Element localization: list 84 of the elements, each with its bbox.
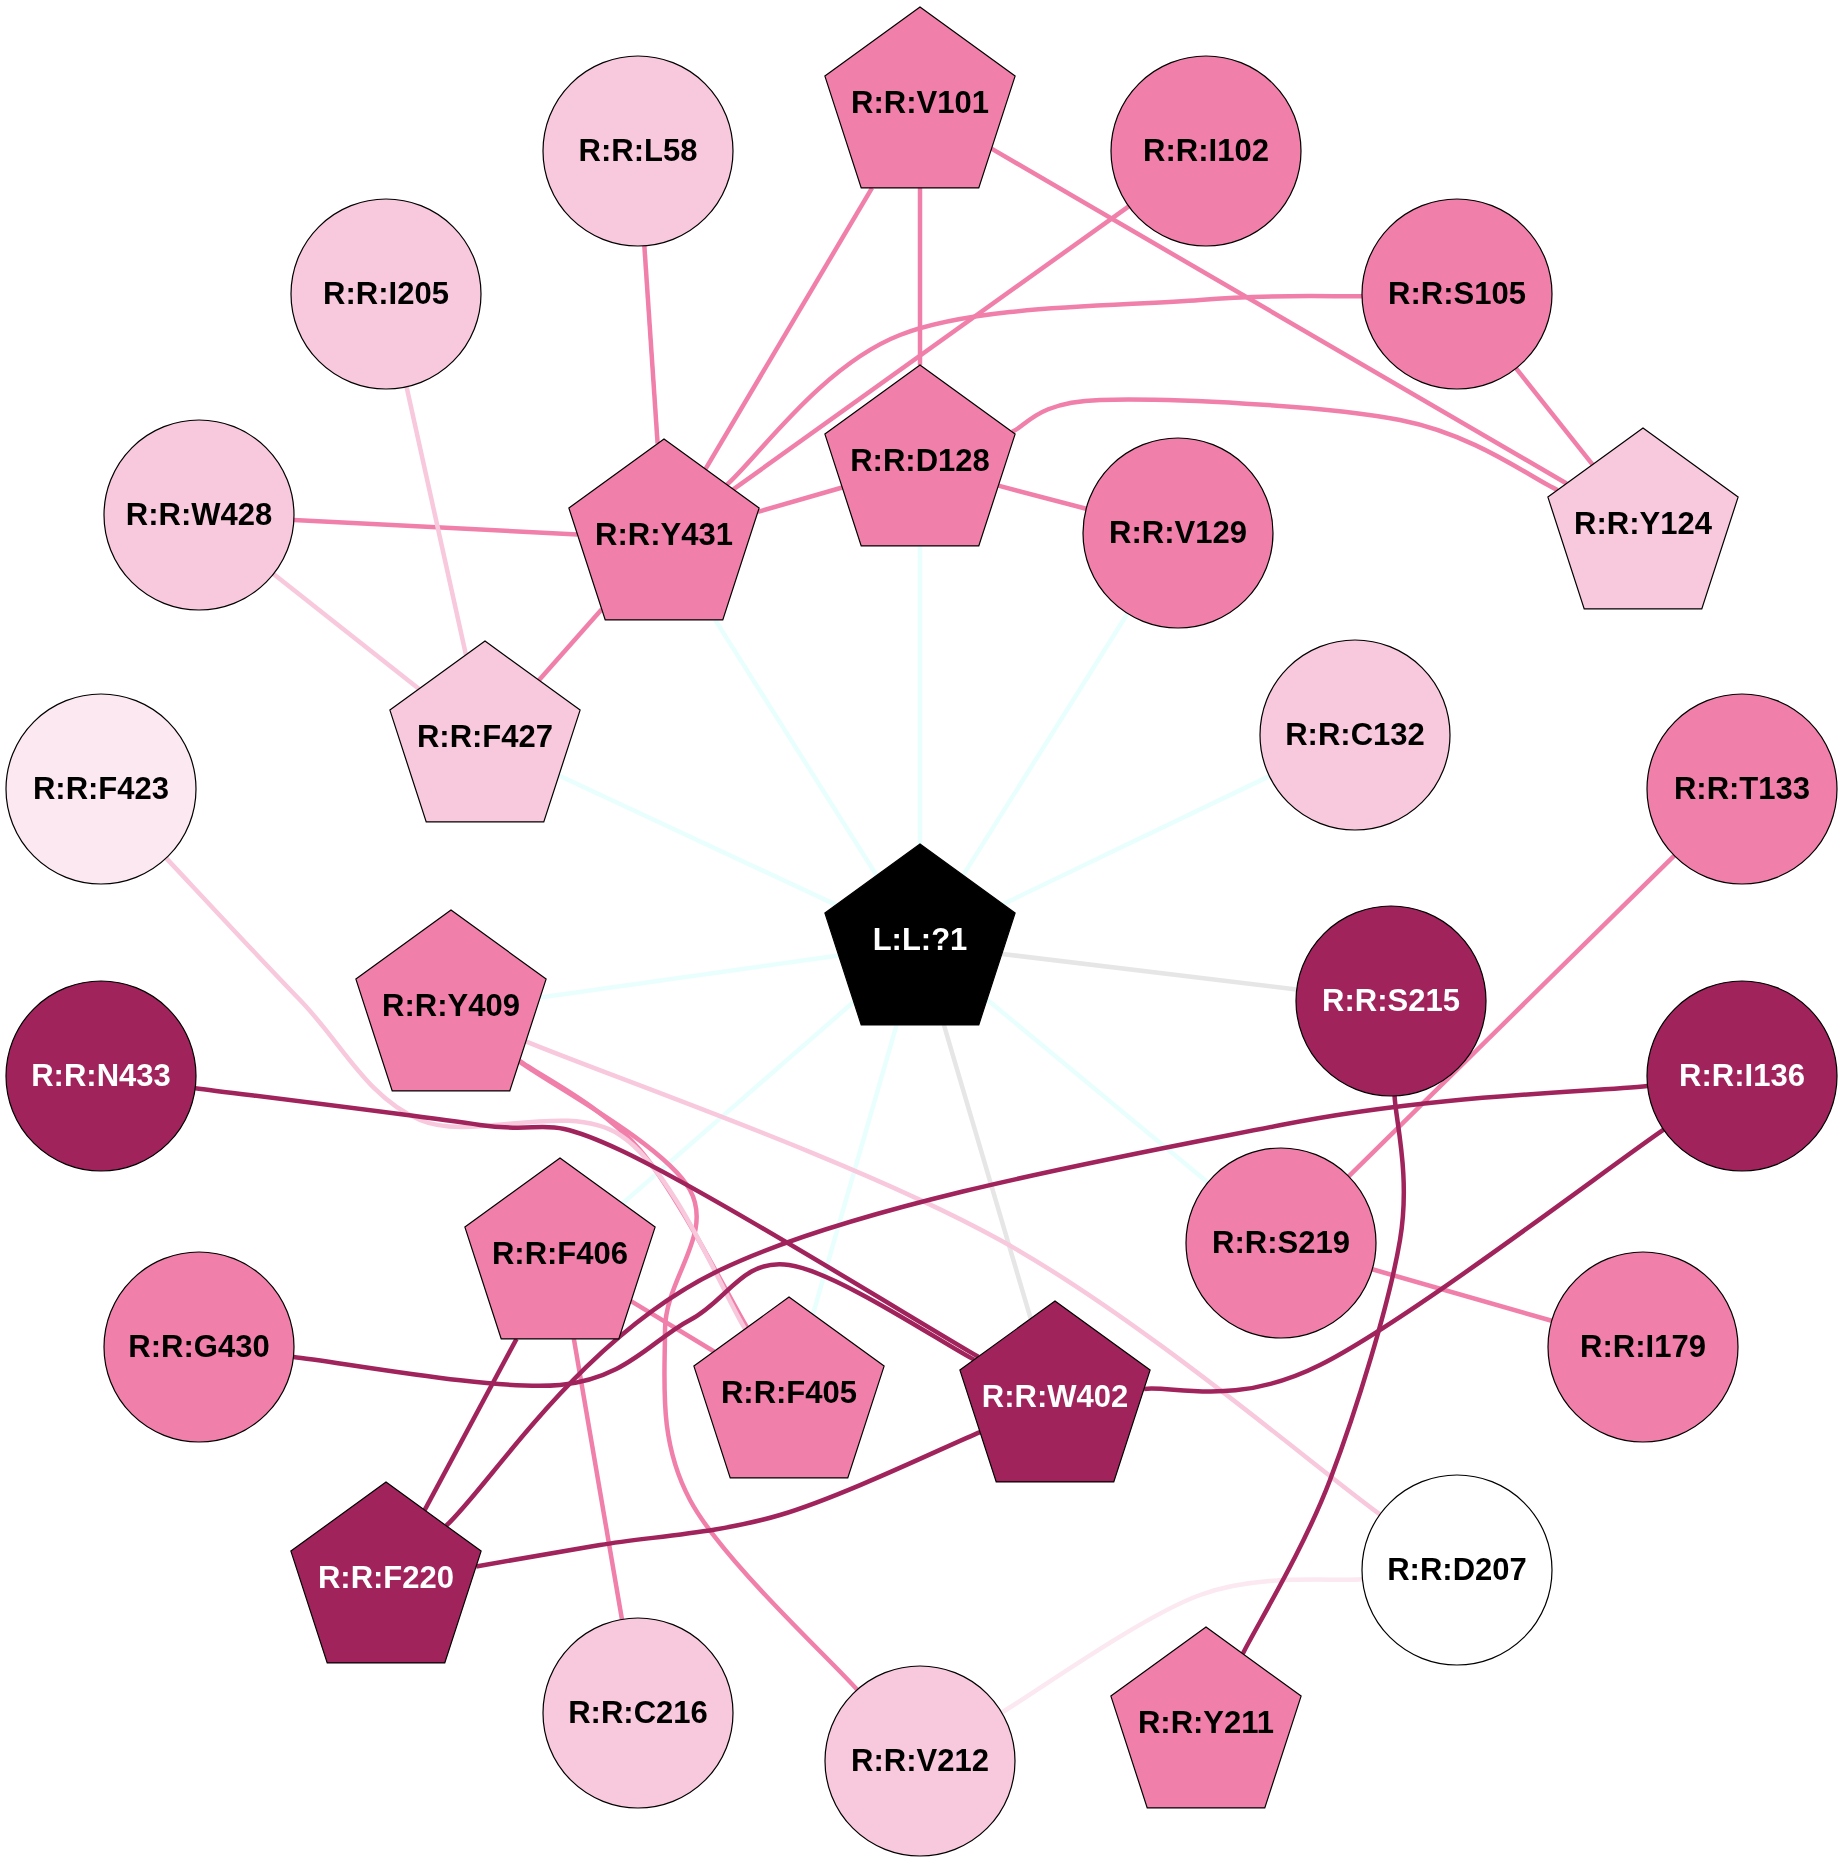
connector-line [732, 204, 1131, 492]
circle-node [543, 1618, 733, 1808]
node-label: R:R:D128 [850, 443, 990, 479]
circle-node [1647, 981, 1837, 1171]
circle-node [1296, 906, 1486, 1096]
connector-line [642, 245, 660, 444]
circle-node [6, 981, 196, 1171]
circle-node [1362, 199, 1552, 389]
connector-line [713, 618, 879, 877]
connector-line [293, 517, 578, 537]
connector-line [272, 572, 421, 691]
circle-node [1260, 640, 1450, 830]
node-label: R:R:S105 [1388, 276, 1526, 312]
connector-line [293, 1262, 976, 1389]
connector-line [422, 1337, 519, 1512]
node-label: R:R:I179 [1580, 1329, 1706, 1365]
node-label: L:L:?1 [872, 922, 968, 958]
circle-node [1548, 1252, 1738, 1442]
circle-node [1111, 56, 1301, 246]
circle-node [543, 56, 733, 246]
circle-node [291, 199, 481, 389]
node-label: R:R:C132 [1285, 717, 1425, 753]
connector-line [1347, 854, 1676, 1178]
connector-line [1010, 397, 1559, 493]
node-label: R:R:Y211 [1137, 1705, 1275, 1741]
connector-line [917, 187, 923, 365]
circle-node [104, 1252, 294, 1442]
node-label: R:R:T133 [1673, 771, 1811, 807]
node-label: R:R:I205 [323, 276, 449, 312]
connector-line [571, 1338, 625, 1620]
connector-line [1001, 951, 1297, 992]
node-label: R:R:I136 [1679, 1058, 1805, 1094]
node-label: R:R:C216 [568, 1695, 708, 1731]
connector-line [164, 856, 748, 1331]
connector-line [961, 612, 1130, 877]
circle-node [6, 694, 196, 884]
node-label: R:R:F423 [32, 771, 170, 807]
connector-line [1001, 774, 1271, 907]
node-label: R:R:D207 [1387, 1552, 1527, 1588]
circle-node [104, 420, 294, 610]
connector-line [703, 186, 874, 471]
node-label: R:R:Y124 [1574, 506, 1712, 542]
node-label: R:R:V101 [851, 85, 989, 121]
connector-line [941, 1024, 1033, 1320]
connector-line [810, 1024, 899, 1315]
circle-node [1362, 1475, 1552, 1665]
connector-line [990, 146, 1568, 486]
connector-line [475, 1430, 981, 1569]
circle-node [1647, 694, 1837, 884]
node-label: R:R:Y431 [595, 517, 733, 553]
connector-line [725, 293, 1363, 487]
connector-line [997, 483, 1087, 511]
node-label: R:R:N433 [31, 1058, 171, 1094]
connector-line [757, 485, 843, 515]
node-label: R:R:F220 [317, 1560, 455, 1596]
node-label: R:R:F406 [491, 1236, 629, 1272]
connector-line [1371, 1267, 1553, 1323]
circle-node [1083, 438, 1273, 628]
node-label: R:R:V129 [1109, 515, 1247, 551]
node-label: R:R:I102 [1143, 133, 1269, 169]
node-label: R:R:W402 [981, 1379, 1129, 1415]
circle-node [1186, 1148, 1376, 1338]
node-label: R:R:G430 [128, 1329, 270, 1365]
node-label: R:R:W428 [125, 497, 273, 533]
connector-line [444, 1083, 1648, 1528]
node-label: R:R:F427 [416, 719, 554, 755]
node-label: R:R:F405 [720, 1375, 858, 1411]
connector-line [194, 1085, 980, 1359]
connector-line [985, 997, 1210, 1185]
connector-line [525, 1039, 1382, 1517]
node-label: R:R:L58 [578, 133, 698, 169]
connector-line [537, 607, 604, 682]
connector-line [1143, 1127, 1665, 1394]
connector-line [539, 953, 839, 1000]
circle-node [825, 1666, 1015, 1856]
connector-line [1000, 1576, 1363, 1715]
connector-line [1514, 366, 1595, 466]
connector-line [917, 545, 923, 844]
connector-line [1240, 1095, 1407, 1655]
node-label: R:R:V212 [851, 1743, 989, 1779]
node-label: R:R:Y409 [382, 988, 520, 1024]
connector-line [404, 386, 469, 656]
node-label: R:R:S215 [1322, 983, 1460, 1019]
node-label: R:R:S219 [1212, 1225, 1350, 1261]
